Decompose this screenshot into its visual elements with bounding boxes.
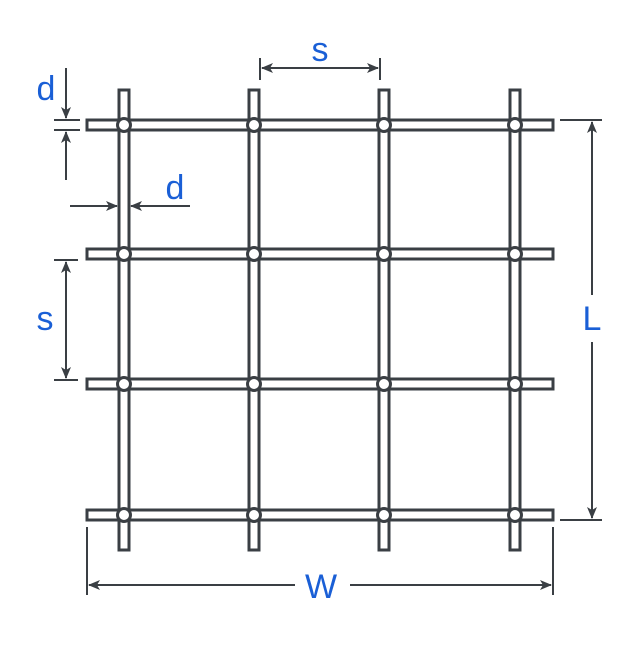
length-label: L	[583, 300, 602, 338]
weld-icon	[507, 507, 523, 523]
horizontal-wires	[85, 118, 555, 522]
weld-icon	[116, 507, 132, 523]
weld-icon	[116, 117, 132, 133]
spacing-label-left: s	[37, 300, 54, 338]
vertical-wire-1	[117, 88, 131, 552]
weld-icon	[376, 117, 392, 133]
weld-icon	[116, 376, 132, 392]
diameter-label-side: d	[166, 169, 185, 207]
horizontal-wire-3	[85, 377, 555, 391]
weld-junctions	[116, 117, 523, 523]
width-label: W	[305, 568, 337, 606]
weld-icon	[246, 117, 262, 133]
weld-icon	[116, 246, 132, 262]
weld-icon	[246, 507, 262, 523]
weld-icon	[246, 376, 262, 392]
weld-icon	[507, 376, 523, 392]
vertical-wire-4	[508, 88, 522, 552]
weld-icon	[507, 117, 523, 133]
vertical-wire-3	[377, 88, 391, 552]
weld-icon	[376, 376, 392, 392]
spacing-label-top: s	[312, 31, 329, 69]
horizontal-wire-4	[85, 508, 555, 522]
dimension-lines	[54, 58, 602, 595]
horizontal-wire-2	[85, 247, 555, 261]
vertical-wires	[117, 88, 522, 552]
vertical-wire-2	[247, 88, 261, 552]
horizontal-wire-1	[85, 118, 555, 132]
weld-icon	[246, 246, 262, 262]
weld-icon	[507, 246, 523, 262]
weld-icon	[376, 246, 392, 262]
weld-icon	[376, 507, 392, 523]
diameter-label-top: d	[37, 70, 56, 108]
